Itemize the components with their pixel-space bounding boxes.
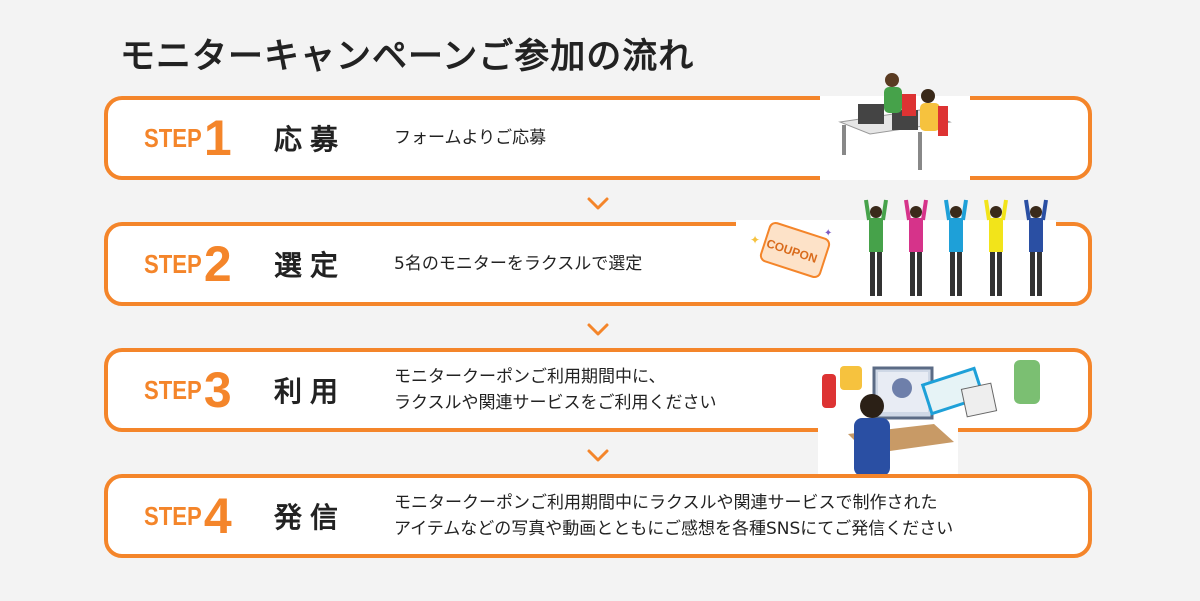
page-title: モニターキャンペーンご参加の流れ: [120, 28, 694, 79]
description-line: フォームよりご応募: [394, 125, 546, 151]
step-1-description: フォームよりご応募: [394, 100, 546, 176]
description-line: モニタークーポンご利用期間中にラクスルや関連サービスで制作された: [394, 490, 953, 516]
step-4-name: 発信: [274, 478, 346, 554]
step-4-tag: STEP 4: [144, 478, 232, 554]
step-3-tag: STEP 3: [144, 352, 232, 428]
step-2-name: 選定: [274, 226, 346, 302]
step-number: 3: [204, 361, 232, 419]
step-1-tag: STEP 1: [144, 100, 232, 176]
step-2-description: 5名のモニターをラクスルで選定: [394, 226, 642, 302]
description-line: 5名のモニターをラクスルで選定: [394, 251, 642, 277]
office-workers-illustration: [820, 70, 970, 180]
chevron-down-icon: [586, 448, 610, 464]
svg-text:✦: ✦: [824, 228, 832, 239]
step-1-name: 応募: [274, 100, 346, 176]
description-line: ラクスルや関連サービスをご利用ください: [394, 390, 717, 416]
step-word: STEP: [144, 375, 202, 406]
step-4-description: モニタークーポンご利用期間中にラクスルや関連サービスで制作された アイテムなどの…: [394, 478, 953, 554]
step-number: 1: [204, 109, 232, 167]
svg-text:✦: ✦: [750, 233, 760, 247]
step-word: STEP: [144, 123, 202, 154]
chevron-down-icon: [586, 322, 610, 338]
coupon-cheering-illustration: COUPON ✦ ✦: [736, 196, 1056, 300]
step-word: STEP: [144, 249, 202, 280]
step-word: STEP: [144, 501, 202, 532]
printed-goods-illustration: [814, 358, 1064, 476]
step-number: 4: [204, 487, 232, 545]
step-2-tag: STEP 2: [144, 226, 232, 302]
step-number: 2: [204, 235, 232, 293]
chevron-down-icon: [586, 196, 610, 212]
step-4-card: STEP 4 発信 モニタークーポンご利用期間中にラクスルや関連サービスで制作さ…: [104, 474, 1092, 558]
step-3-description: モニタークーポンご利用期間中に、 ラクスルや関連サービスをご利用ください: [394, 352, 717, 428]
description-line: モニタークーポンご利用期間中に、: [394, 364, 717, 390]
description-line: アイテムなどの写真や動画とともにご感想を各種SNSにてご発信ください: [394, 516, 953, 542]
step-3-name: 利用: [274, 352, 346, 428]
